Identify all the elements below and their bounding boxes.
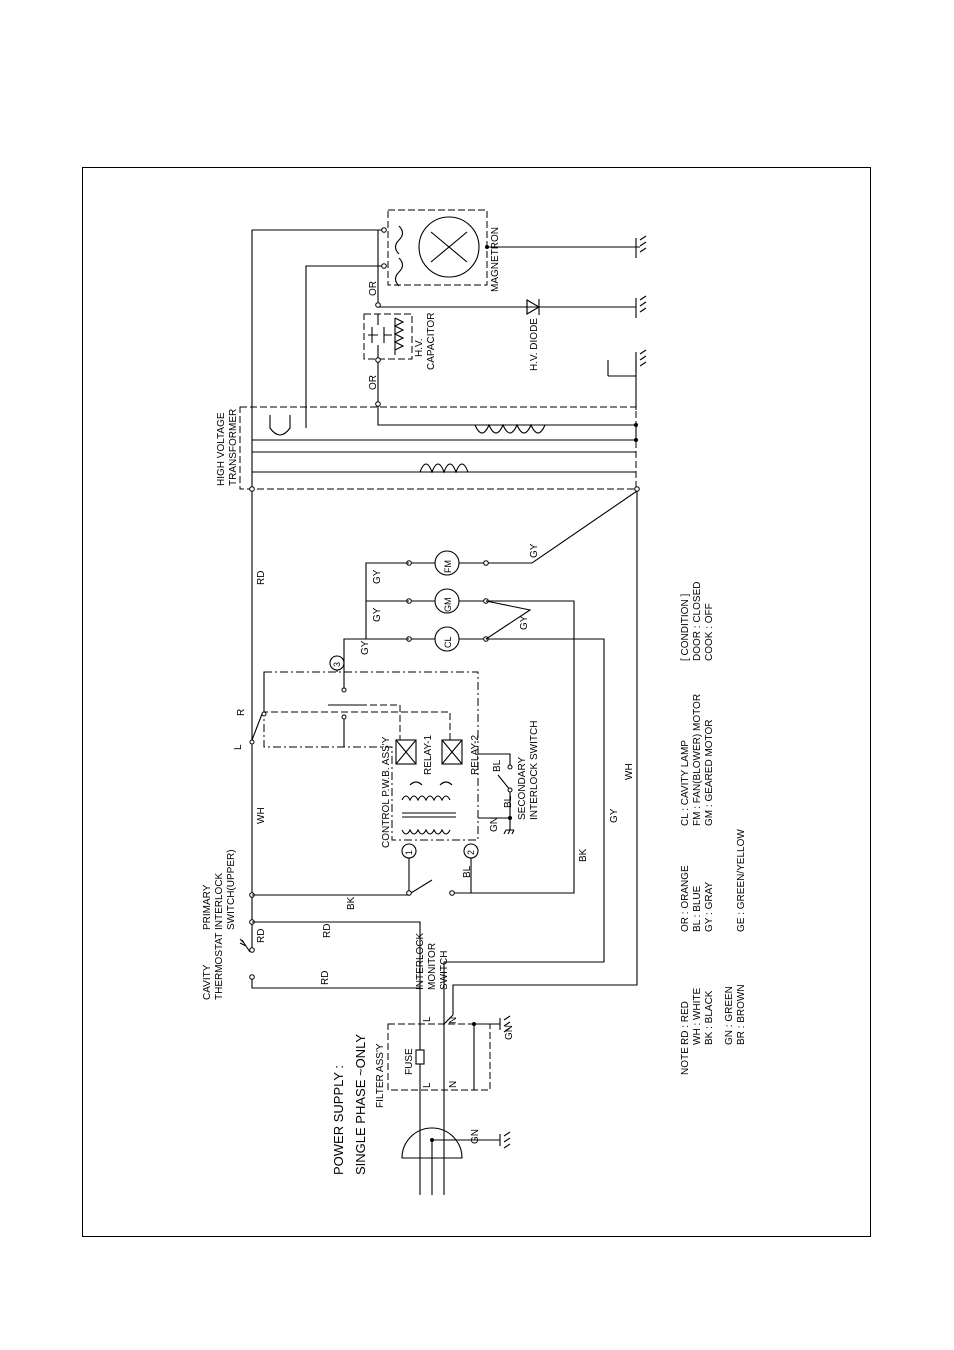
door-sensing-switch [249,672,267,893]
legend: NOTE : RD : RED WH : WHITE BK : BLACK GN… [680,582,747,1075]
svg-text:GM: GM [443,598,453,613]
diagram-frame [82,167,871,1237]
svg-text:NOTE :: NOTE : [680,1042,691,1075]
svg-text:1: 1 [404,850,414,855]
svg-text:CAVITY: CAVITY [202,964,213,1000]
svg-text:N: N [448,1081,459,1088]
svg-text:L: L [422,1016,433,1022]
power-plug [401,1090,511,1195]
svg-text:PRIMARY: PRIMARY [202,884,213,930]
hv-diode [526,299,541,315]
svg-text:SECONDARY: SECONDARY [517,757,528,820]
svg-text:GE : GREEN/YELLOW: GE : GREEN/YELLOW [736,829,747,932]
svg-text:SWITCH(UPPER): SWITCH(UPPER) [226,849,237,930]
svg-text:RD: RD [320,971,331,985]
magnetron-label: MAGNETRON [490,227,501,292]
ground-icon [635,235,647,258]
svg-text:BL: BL [503,795,514,808]
control-pwb: 3 RELAY-1 RELAY-2 1 2 [263,655,481,859]
svg-text:BK : BLACK: BK : BLACK [704,990,715,1045]
hv-transformer [239,406,638,490]
svg-text:BK: BK [346,896,357,910]
svg-text:[ CONDITION ]: [ CONDITION ] [680,594,691,661]
svg-text:N: N [448,1017,459,1024]
svg-text:CAPACITOR: CAPACITOR [426,313,437,370]
svg-text:WH : WHITE: WH : WHITE [692,987,703,1045]
svg-text:WH: WH [624,763,635,780]
svg-text:INTERLOCK SWITCH: INTERLOCK SWITCH [529,721,540,820]
svg-text:COOK : OFF: COOK : OFF [704,603,715,661]
svg-text:OR : ORANGE: OR : ORANGE [680,865,691,932]
svg-text:GN : GREEN: GN : GREEN [724,986,735,1045]
ground-icon [635,349,647,372]
svg-text:GY: GY [529,543,540,558]
svg-text:GY: GY [519,615,530,630]
svg-text:GY: GY [360,640,371,655]
svg-text:CL: CL [443,636,453,648]
svg-text:WH: WH [256,807,267,824]
svg-text:3: 3 [332,662,342,667]
cavity-thermostat [239,938,420,989]
svg-text:GN: GN [470,1129,481,1144]
svg-text:FILTER ASS'Y: FILTER ASS'Y [375,1043,386,1108]
svg-text:GY: GY [609,808,620,823]
svg-text:RD: RD [322,924,333,938]
svg-text:SWITCH: SWITCH [439,951,450,990]
svg-text:MONITOR: MONITOR [427,943,438,990]
svg-text:BL: BL [492,759,503,772]
svg-text:GY : GRAY: GY : GRAY [704,881,715,932]
svg-text:FM : FAN(BLOWER) MOTOR: FM : FAN(BLOWER) MOTOR [692,694,703,826]
svg-text:RD: RD [256,571,267,585]
svg-text:DOOR : CLOSED: DOOR : CLOSED [692,582,703,661]
ground-icon [635,295,647,318]
svg-text:BR : BROWN: BR : BROWN [736,984,747,1045]
svg-text:BL: BL [462,865,473,878]
svg-text:SINGLE PHASE ~ONLY: SINGLE PHASE ~ONLY [353,1034,368,1175]
geared-motor: GM [406,588,489,614]
fan-motor: FM [406,550,489,576]
svg-text:INTERLOCK: INTERLOCK [214,872,225,930]
svg-text:CL : CAVITY LAMP: CL : CAVITY LAMP [680,740,691,826]
svg-text:RELAY-2: RELAY-2 [470,735,481,775]
filter-assy [387,1014,511,1091]
svg-text:OR: OR [368,281,379,296]
svg-text:R: R [236,709,247,716]
svg-text:TRANSFORMER: TRANSFORMER [228,409,239,486]
svg-text:FUSE: FUSE [404,1048,415,1075]
svg-text:RD : RED: RD : RED [680,1001,691,1045]
svg-text:FM: FM [443,560,453,573]
svg-text:OR: OR [368,375,379,390]
svg-text:POWER SUPPLY :: POWER SUPPLY : [331,1065,346,1175]
hv-capacitor [363,313,413,360]
svg-text:RD: RD [256,929,267,943]
svg-text:H.V.: H.V. [414,338,425,357]
svg-text:RELAY-1: RELAY-1 [423,735,434,775]
cavity-lamp: CL [406,626,489,652]
svg-text:H.V. DIODE: H.V. DIODE [529,318,540,371]
svg-text:HIGH VOLTAGE: HIGH VOLTAGE [216,412,227,486]
svg-text:BK: BK [578,848,589,862]
secondary-interlock-switch [478,753,515,835]
svg-text:GM : GEARED MOTOR: GM : GEARED MOTOR [704,720,715,827]
svg-text:L: L [422,1082,433,1088]
svg-text:CONTROL P.W.B. ASS'Y: CONTROL P.W.B. ASS'Y [381,736,392,848]
svg-text:GN: GN [489,817,500,832]
svg-text:2: 2 [466,850,476,855]
svg-text:THERMOSTAT: THERMOSTAT [214,933,225,1000]
magnetron [387,209,489,287]
svg-text:BL : BLUE: BL : BLUE [692,885,703,932]
svg-text:GY: GY [372,569,383,584]
svg-text:GY: GY [372,607,383,622]
svg-text:L: L [233,744,244,750]
svg-text:GN: GN [504,1025,515,1040]
primary-interlock-switch [249,892,421,1015]
